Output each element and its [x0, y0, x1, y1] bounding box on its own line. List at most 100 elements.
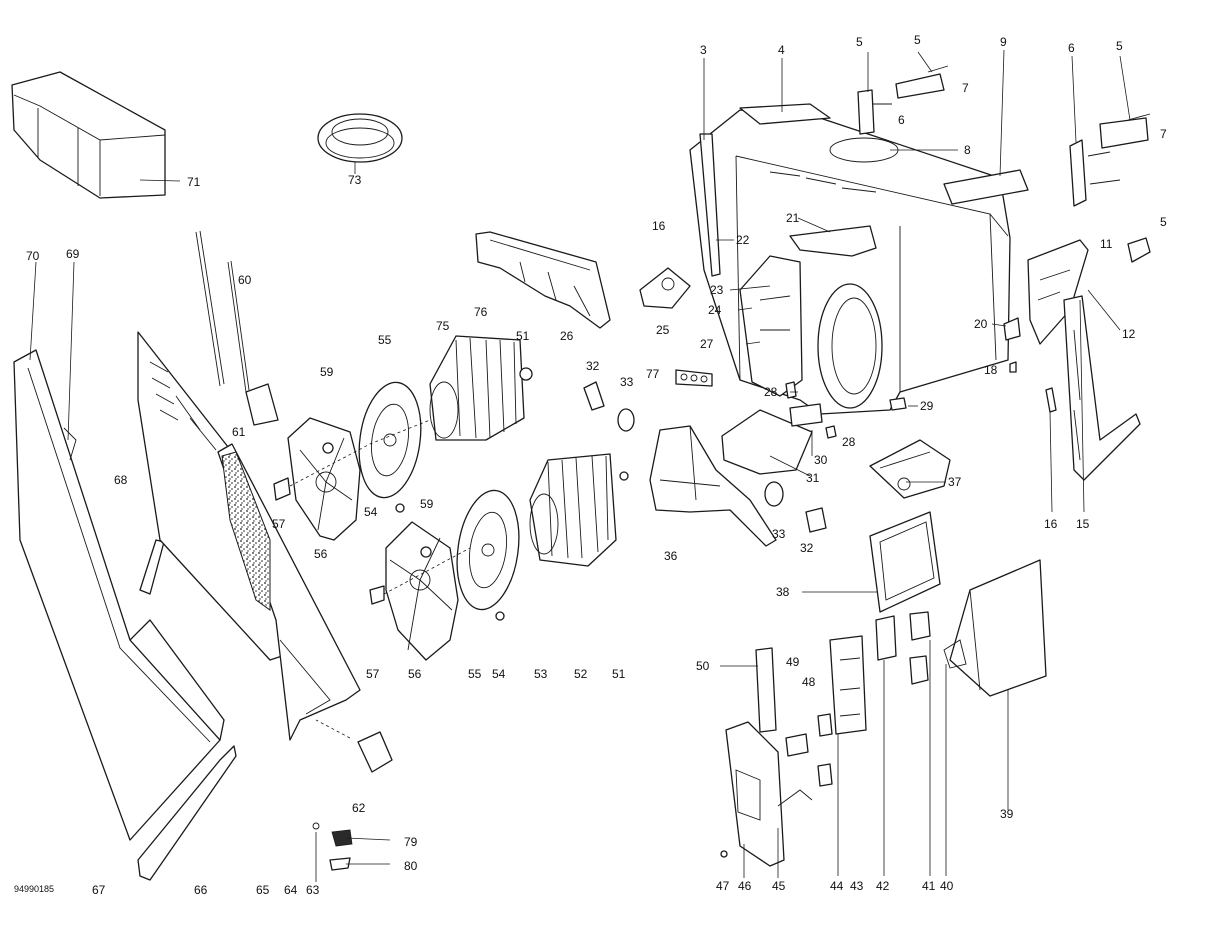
callout-18: 18 — [984, 363, 998, 377]
part-nut-upper — [519, 367, 533, 381]
callout-4: 4 — [778, 43, 785, 57]
callout-67: 67 — [92, 883, 106, 897]
part-terminal-block — [675, 369, 713, 387]
callout-26: 26 — [560, 329, 574, 343]
callout-63: 63 — [306, 883, 320, 897]
callout-29: 29 — [920, 399, 934, 413]
callout-46: 46 — [738, 879, 752, 893]
callout-54: 54 — [364, 505, 378, 519]
callout-5: 5 — [856, 35, 863, 49]
callout-labels: 71 73 70 69 60 61 68 59 55 75 76 51 26 5… — [14, 33, 1167, 897]
callout-65: 65 — [256, 883, 270, 897]
callout-51-lower: 51 — [612, 667, 626, 681]
callout-25: 25 — [656, 323, 670, 337]
callout-59-lower: 59 — [420, 497, 434, 511]
callout-42: 42 — [876, 879, 890, 893]
callout-79: 79 — [404, 835, 418, 849]
part-impeller-disc-lower — [456, 489, 520, 621]
callout-70: 70 — [26, 249, 40, 263]
callout-3: 3 — [700, 43, 707, 57]
callout-76: 76 — [474, 305, 488, 319]
callout-52: 52 — [574, 667, 588, 681]
callout-7-right: 7 — [1160, 127, 1167, 141]
callout-30: 30 — [814, 453, 828, 467]
part-filter-frame — [217, 443, 361, 741]
callout-51: 51 — [516, 329, 530, 343]
callout-44: 44 — [830, 879, 844, 893]
callout-6: 6 — [898, 113, 905, 127]
leader-lines — [29, 49, 1131, 882]
callout-54-lower: 54 — [492, 667, 506, 681]
part-blower-wheel-upper — [429, 335, 525, 441]
callout-16: 16 — [652, 219, 666, 233]
callout-47: 47 — [716, 879, 730, 893]
part-cover-panel — [11, 71, 166, 199]
callout-37: 37 — [948, 475, 962, 489]
callout-5-right: 5 — [1116, 39, 1123, 53]
callout-66: 66 — [194, 883, 208, 897]
part-duct-bracket — [475, 231, 611, 329]
part-fittings-lower — [764, 481, 827, 533]
part-fittings-upper — [583, 381, 635, 432]
callout-20: 20 — [974, 317, 988, 331]
part-right-rail — [1045, 295, 1141, 481]
callout-53: 53 — [534, 667, 548, 681]
callout-11: 11 — [1100, 237, 1113, 251]
callout-77: 77 — [646, 367, 660, 381]
callout-31: 31 — [806, 471, 820, 485]
part-rods — [195, 230, 279, 426]
callout-36: 36 — [664, 549, 678, 563]
callout-69: 69 — [66, 247, 80, 261]
callout-32: 32 — [586, 359, 600, 373]
callout-57-lower: 57 — [366, 667, 380, 681]
part-terminal-housing — [817, 635, 867, 787]
callout-8: 8 — [964, 143, 971, 157]
callout-68: 68 — [114, 473, 128, 487]
part-impeller-disc-upper — [358, 381, 422, 499]
callout-57: 57 — [272, 517, 286, 531]
callout-9: 9 — [1000, 35, 1007, 49]
part-ring — [317, 113, 403, 163]
part-left-panel — [13, 349, 225, 841]
callout-55: 55 — [378, 333, 392, 347]
callout-24: 24 — [708, 303, 722, 317]
callout-33-lower: 33 — [772, 527, 786, 541]
part-relay-board — [869, 439, 951, 499]
callout-71: 71 — [187, 175, 201, 189]
part-small-bracket — [639, 267, 691, 309]
part-switches — [875, 611, 931, 685]
part-housing-internals — [739, 225, 883, 409]
part-lower-strip — [137, 745, 237, 881]
part-curved-clip — [139, 539, 165, 595]
callout-45: 45 — [772, 879, 786, 893]
callout-80: 80 — [404, 859, 418, 873]
reference-code: 94990185 — [14, 884, 54, 894]
part-control-frame — [869, 511, 941, 613]
callout-23: 23 — [710, 283, 724, 297]
callout-49: 49 — [786, 655, 800, 669]
part-control-box — [943, 559, 1047, 697]
callout-56-lower: 56 — [408, 667, 422, 681]
part-fan-wheel-lower — [369, 503, 459, 661]
callout-64: 64 — [284, 883, 298, 897]
callout-48: 48 — [802, 675, 816, 689]
callout-40: 40 — [940, 879, 954, 893]
callout-55-lower: 55 — [468, 667, 482, 681]
callout-75: 75 — [436, 319, 450, 333]
callout-22: 22 — [736, 233, 750, 247]
callout-59: 59 — [320, 365, 334, 379]
callout-28: 28 — [764, 385, 778, 399]
part-lower-control-panel — [720, 647, 813, 867]
callout-5-b: 5 — [914, 33, 921, 47]
part-duct-elbow — [649, 425, 777, 547]
callout-27: 27 — [700, 337, 714, 351]
callout-39: 39 — [1000, 807, 1014, 821]
callout-61: 61 — [232, 425, 246, 439]
part-mounting-plate — [721, 403, 837, 475]
callout-28-b: 28 — [842, 435, 856, 449]
callout-56: 56 — [314, 547, 328, 561]
callout-21: 21 — [786, 211, 800, 225]
part-fan-wheel-upper — [273, 417, 361, 541]
callout-43: 43 — [850, 879, 864, 893]
